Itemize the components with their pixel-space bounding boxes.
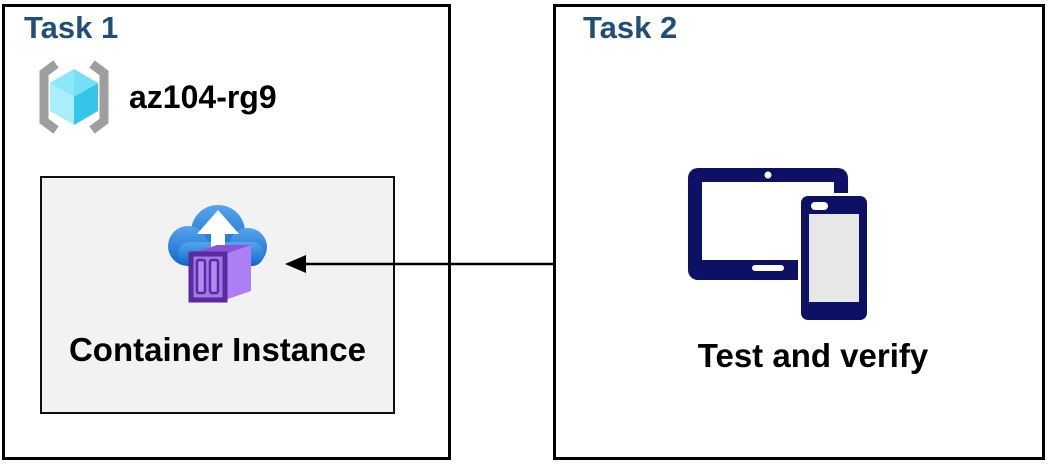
tablet-and-phone-icon bbox=[686, 162, 872, 332]
container-box bbox=[188, 245, 251, 303]
task1-title: Task 1 bbox=[24, 10, 119, 45]
task2-title: Task 2 bbox=[583, 10, 678, 45]
phone-shape bbox=[798, 193, 870, 323]
resource-group-name: az104-rg9 bbox=[129, 79, 277, 115]
test-and-verify-label: Test and verify bbox=[697, 337, 929, 374]
container-instance-icon bbox=[162, 196, 274, 319]
container-instance-label: Container Instance bbox=[68, 331, 367, 368]
resource-group-icon bbox=[31, 57, 117, 142]
